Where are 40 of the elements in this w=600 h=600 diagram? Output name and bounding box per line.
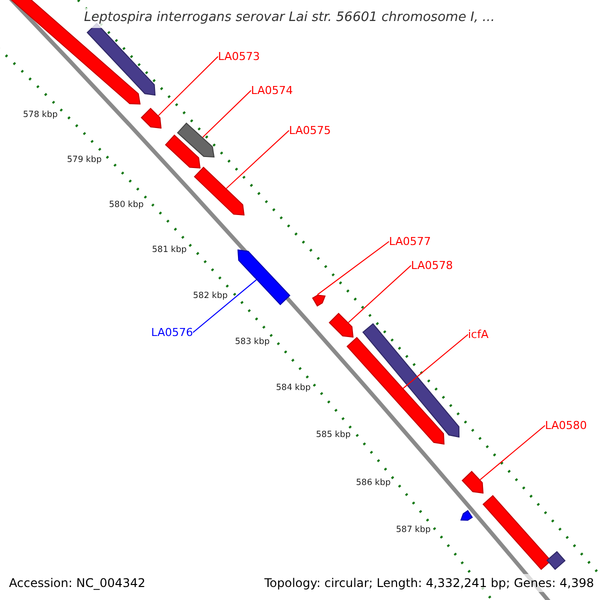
gene-label: LA0576 (151, 326, 193, 339)
position-label: 585 kbp (316, 429, 351, 442)
leader-line (158, 56, 218, 116)
position-label: 586 kbp (356, 477, 391, 490)
position-label: 583 kbp (235, 336, 270, 349)
gene-bar (328, 312, 354, 338)
position-label: 578 kbp (23, 109, 58, 122)
gene-label: LA0574 (251, 84, 293, 97)
leader-line (348, 265, 412, 324)
position-label: 584 kbp (276, 382, 311, 395)
leader-line (226, 130, 290, 189)
gene-bar (362, 323, 460, 438)
gene-bar (482, 495, 552, 570)
gene-bar (194, 166, 245, 216)
leader-line (202, 90, 252, 138)
position-label: 581 kbp (152, 244, 187, 257)
leader-line (192, 279, 257, 333)
gene-label: LA0577 (389, 235, 431, 248)
gene-label: LA0578 (411, 259, 453, 272)
gene-label: icfA (468, 328, 489, 341)
gene-label: LA0580 (545, 419, 587, 432)
gene-bar (312, 294, 326, 307)
gene-bar (460, 510, 473, 521)
gene-bar (546, 551, 566, 570)
gene-label: LA0573 (218, 50, 260, 63)
leader-line (480, 425, 546, 480)
position-label: 579 kbp (67, 154, 102, 167)
gene-bar (140, 108, 162, 129)
leader-line (402, 334, 468, 389)
position-label: 580 kbp (109, 199, 144, 212)
gene-bar (164, 134, 201, 169)
gene-label: LA0575 (289, 124, 331, 137)
position-label: 582 kbp (193, 290, 228, 303)
leader-line (316, 241, 390, 296)
position-label: 587 kbp (396, 524, 431, 537)
gene-bar (237, 249, 290, 306)
accession-text: Accession: NC_004342 (9, 575, 146, 592)
summary-text: Topology: circular; Length: 4,332,241 bp; Genes: 4,398 (262, 574, 596, 592)
gene-bar (176, 122, 215, 158)
gene-bar (462, 470, 484, 494)
